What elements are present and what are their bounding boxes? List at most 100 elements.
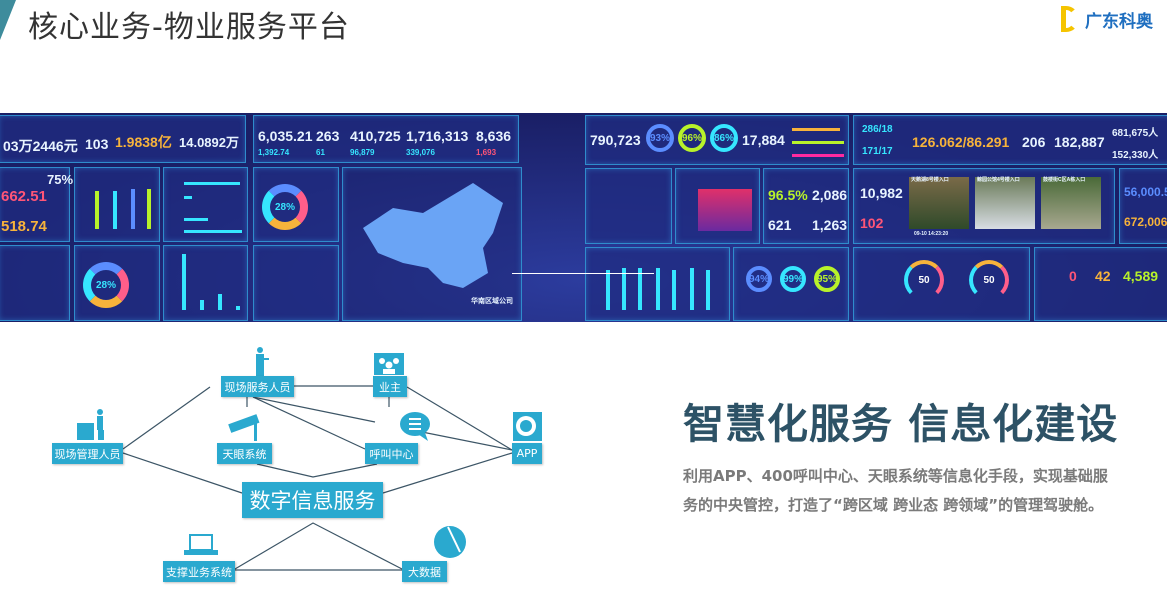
ring-gauge: 95% bbox=[814, 266, 840, 292]
stat: 42 bbox=[1095, 268, 1111, 284]
camera-feed[interactable]: 天鹅湖8号楼入口 bbox=[909, 177, 969, 229]
company-logo: 广东科奥 bbox=[1061, 6, 1153, 32]
description: 利用APP、400呼叫中心、天眼系统等信息化手段，实现基础服务的中央管控，打造了… bbox=[683, 467, 1108, 514]
diagram-connections bbox=[77, 347, 542, 571]
node-support-system[interactable]: 支撑业务系统 bbox=[163, 561, 235, 582]
stat-projects: 263 bbox=[316, 128, 340, 144]
kpi-value-2: 518.74 bbox=[1, 218, 47, 235]
panel-hbar bbox=[163, 167, 248, 242]
panel-area bbox=[675, 168, 760, 244]
stat: 182,887 bbox=[1054, 134, 1105, 150]
count-digits: 103 bbox=[85, 136, 109, 152]
panel-table bbox=[253, 245, 339, 321]
kpi-value: 662.51 bbox=[1, 188, 47, 205]
camera-label: 鲸园公馆4号楼入口 bbox=[977, 177, 1020, 183]
camera-label: 鼓楼街C区A栋入口 bbox=[1043, 177, 1086, 183]
laptop-icon bbox=[184, 534, 218, 555]
panel-alerts: 0 42 4,589 bbox=[1034, 247, 1167, 321]
yearly-value: 14.0892万 bbox=[179, 135, 239, 150]
stat-sub: 1,693 bbox=[476, 148, 497, 157]
panel-speedometers: 50 50 bbox=[853, 247, 1030, 321]
panel-hbars bbox=[585, 168, 672, 244]
ring-gauge: 99% bbox=[780, 266, 806, 292]
stat: 126.062/86.291 bbox=[912, 134, 1010, 150]
kpi-rate: 75% bbox=[47, 172, 74, 187]
chat-bubble-icon bbox=[400, 412, 430, 441]
stat: 0 bbox=[1069, 268, 1077, 284]
pointer-line bbox=[512, 273, 654, 274]
node-field-staff[interactable]: 现场服务人员 bbox=[221, 376, 294, 397]
panel-cameras: 10,982 102 天鹅湖8号楼入口 鲸园公馆4号楼入口 鼓楼街C区A栋入口 … bbox=[853, 168, 1115, 244]
node-manager[interactable]: 现场管理人员 bbox=[52, 443, 123, 464]
donut-chart: 28% bbox=[83, 262, 129, 308]
speed-gauge: 50 bbox=[969, 260, 1009, 300]
stat: 206 bbox=[1022, 134, 1046, 150]
camera-feed[interactable]: 鲸园公馆4号楼入口 bbox=[975, 177, 1035, 229]
node-call-center[interactable]: 呼叫中心 bbox=[365, 443, 418, 464]
panel-bars bbox=[163, 245, 248, 321]
map-tooltip: 华南区域公司 bbox=[471, 298, 513, 305]
node-hub[interactable]: 数字信息服务 bbox=[242, 482, 383, 518]
stat-households: 410,725 bbox=[350, 128, 401, 144]
panel-map: 华南区域公司 bbox=[342, 167, 522, 321]
page-title: 核心业务-物业服务平台 bbox=[28, 10, 350, 45]
panel-stats: 6,035.21 263 410,725 1,716,313 8,636 1,3… bbox=[253, 115, 519, 163]
panel-columns bbox=[585, 247, 730, 321]
camera-label: 天鹅湖8号楼入口 bbox=[911, 177, 949, 183]
stat: 152,330人 bbox=[1112, 150, 1159, 161]
panel-revenue: 03万2446元 103 1.9838亿 14.0892万 bbox=[0, 115, 246, 163]
panel-kpi: 662.51 75% 518.74 bbox=[0, 167, 74, 242]
panel-revenue-2: 56,000.5 672,006 bbox=[1119, 168, 1167, 244]
stat-devices: 17,884 bbox=[742, 132, 785, 148]
panel-donut-2: 28% bbox=[253, 167, 339, 242]
stat-staff: 8,636 bbox=[476, 128, 512, 144]
stat: 4,589 bbox=[1123, 268, 1159, 284]
revenue-digits: 03万2446元 bbox=[3, 138, 78, 154]
speed-gauge: 50 bbox=[904, 260, 944, 300]
node-big-data[interactable]: 大数据 bbox=[402, 561, 447, 582]
panel-line bbox=[0, 245, 70, 321]
stat: 672,006 bbox=[1124, 215, 1167, 229]
stat: 171/17 bbox=[862, 146, 893, 157]
donut-chart: 28% bbox=[262, 184, 308, 230]
china-map bbox=[363, 183, 503, 288]
stat-sub: 96,879 bbox=[350, 148, 375, 157]
person-standing-icon bbox=[256, 347, 269, 376]
panel-donut: 28% bbox=[74, 245, 160, 321]
camera-time: 09-10 14:23:20 bbox=[914, 231, 949, 237]
stat: 681,675人 bbox=[1112, 128, 1159, 139]
panel-bar-line bbox=[74, 167, 160, 242]
desk-worker-icon bbox=[77, 409, 104, 440]
monthly-value: 1.9838亿 bbox=[115, 134, 172, 150]
logo-icon bbox=[1061, 6, 1079, 32]
rate-value: 621 bbox=[768, 217, 792, 233]
rate-value: 1,263 bbox=[812, 217, 848, 233]
stat-area: 6,035.21 bbox=[258, 128, 313, 144]
panel-gauges: 790,723 93% 96% 86% 17,884 bbox=[585, 115, 849, 165]
stat: 286/18 bbox=[862, 124, 893, 135]
node-skyeye[interactable]: 天眼系统 bbox=[217, 443, 272, 464]
title-accent bbox=[0, 0, 16, 40]
stat: 10,982 bbox=[860, 185, 903, 201]
ring-gauge: 93% bbox=[646, 124, 674, 152]
stat: 102 bbox=[860, 215, 884, 231]
logo-text: 广东科奥 bbox=[1085, 11, 1153, 32]
group-icon bbox=[374, 353, 404, 375]
headline: 智慧化服务 信息化建设 bbox=[683, 400, 1119, 448]
stat-total: 790,723 bbox=[590, 132, 641, 148]
dashboard-screenshot: 03万2446元 103 1.9838亿 14.0892万 662.51 75%… bbox=[0, 113, 1167, 322]
stat-sub: 339,076 bbox=[406, 148, 435, 157]
node-app[interactable]: APP bbox=[512, 443, 542, 464]
stat-customers: 1,716,313 bbox=[406, 128, 469, 144]
panel-rates: 96.5% 2,086 621 1,263 bbox=[763, 168, 849, 244]
stat: 56,000.5 bbox=[1124, 185, 1167, 199]
stat-sub: 1,392.74 bbox=[258, 148, 290, 157]
camera-feed[interactable]: 鼓楼街C区A栋入口 bbox=[1041, 177, 1101, 229]
stat-sub: 61 bbox=[316, 148, 325, 157]
ring-gauge: 96% bbox=[678, 124, 706, 152]
node-owner[interactable]: 业主 bbox=[373, 376, 407, 397]
ring-gauge: 86% bbox=[710, 124, 738, 152]
cctv-camera-icon bbox=[228, 414, 260, 441]
app-chat-icon bbox=[513, 412, 542, 441]
ring-gauge: 94% bbox=[746, 266, 772, 292]
